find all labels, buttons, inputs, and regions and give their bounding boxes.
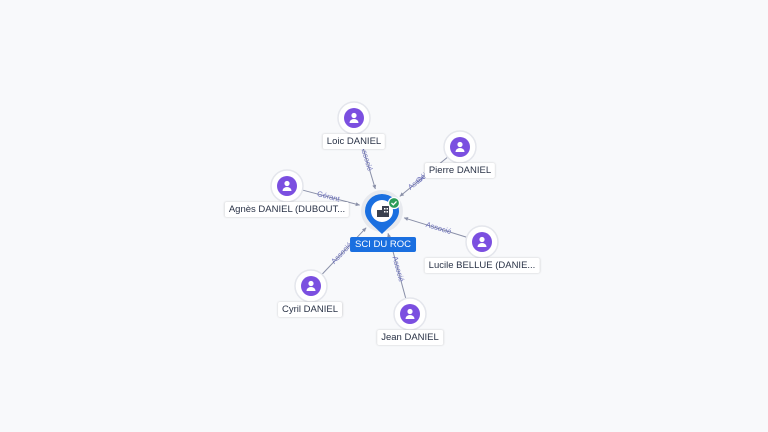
edge-arrow-cyril xyxy=(361,227,367,232)
person-node-lucile[interactable] xyxy=(465,225,499,259)
edge-label-lucile-0: Associé xyxy=(425,220,453,236)
node-label-cyril[interactable]: Cyril DANIEL xyxy=(278,302,342,317)
edge-arrow-loic xyxy=(372,184,377,189)
person-node-loic[interactable] xyxy=(337,101,371,135)
edge-arrow-lucile xyxy=(403,217,409,221)
person-node-pierre[interactable] xyxy=(443,130,477,164)
center-node[interactable] xyxy=(361,190,403,234)
nodes-layer xyxy=(270,101,499,331)
edge-arrow-pierre xyxy=(399,192,405,197)
edge-arrow-agnes xyxy=(355,202,360,207)
person-icon xyxy=(282,180,292,191)
edge-label-jean-0: Associé xyxy=(391,255,407,283)
person-node-cyril[interactable] xyxy=(294,269,328,303)
check-icon xyxy=(387,196,401,210)
edge-agnes xyxy=(302,189,360,206)
node-label-agnes[interactable]: Agnès DANIEL (DUBOUT... xyxy=(224,202,350,217)
person-icon xyxy=(477,236,487,247)
person-icon xyxy=(455,141,465,152)
center-label[interactable]: SCI DU ROC xyxy=(350,237,416,252)
person-icon xyxy=(306,280,316,291)
node-label-jean[interactable]: Jean DANIEL xyxy=(377,330,443,345)
node-label-pierre[interactable]: Pierre DANIEL xyxy=(424,163,496,178)
person-node-jean[interactable] xyxy=(393,297,427,331)
person-node-agnes[interactable] xyxy=(270,169,304,203)
node-label-lucile[interactable]: Lucile BELLUE (DANIE... xyxy=(424,258,540,273)
edge-arrow-jean xyxy=(387,233,392,238)
edge-cyril xyxy=(321,227,367,275)
edge-lucile xyxy=(403,217,467,238)
building-icon xyxy=(377,206,389,217)
person-icon xyxy=(405,308,415,319)
person-icon xyxy=(349,112,359,123)
node-label-loic[interactable]: Loic DANIEL xyxy=(322,134,386,149)
